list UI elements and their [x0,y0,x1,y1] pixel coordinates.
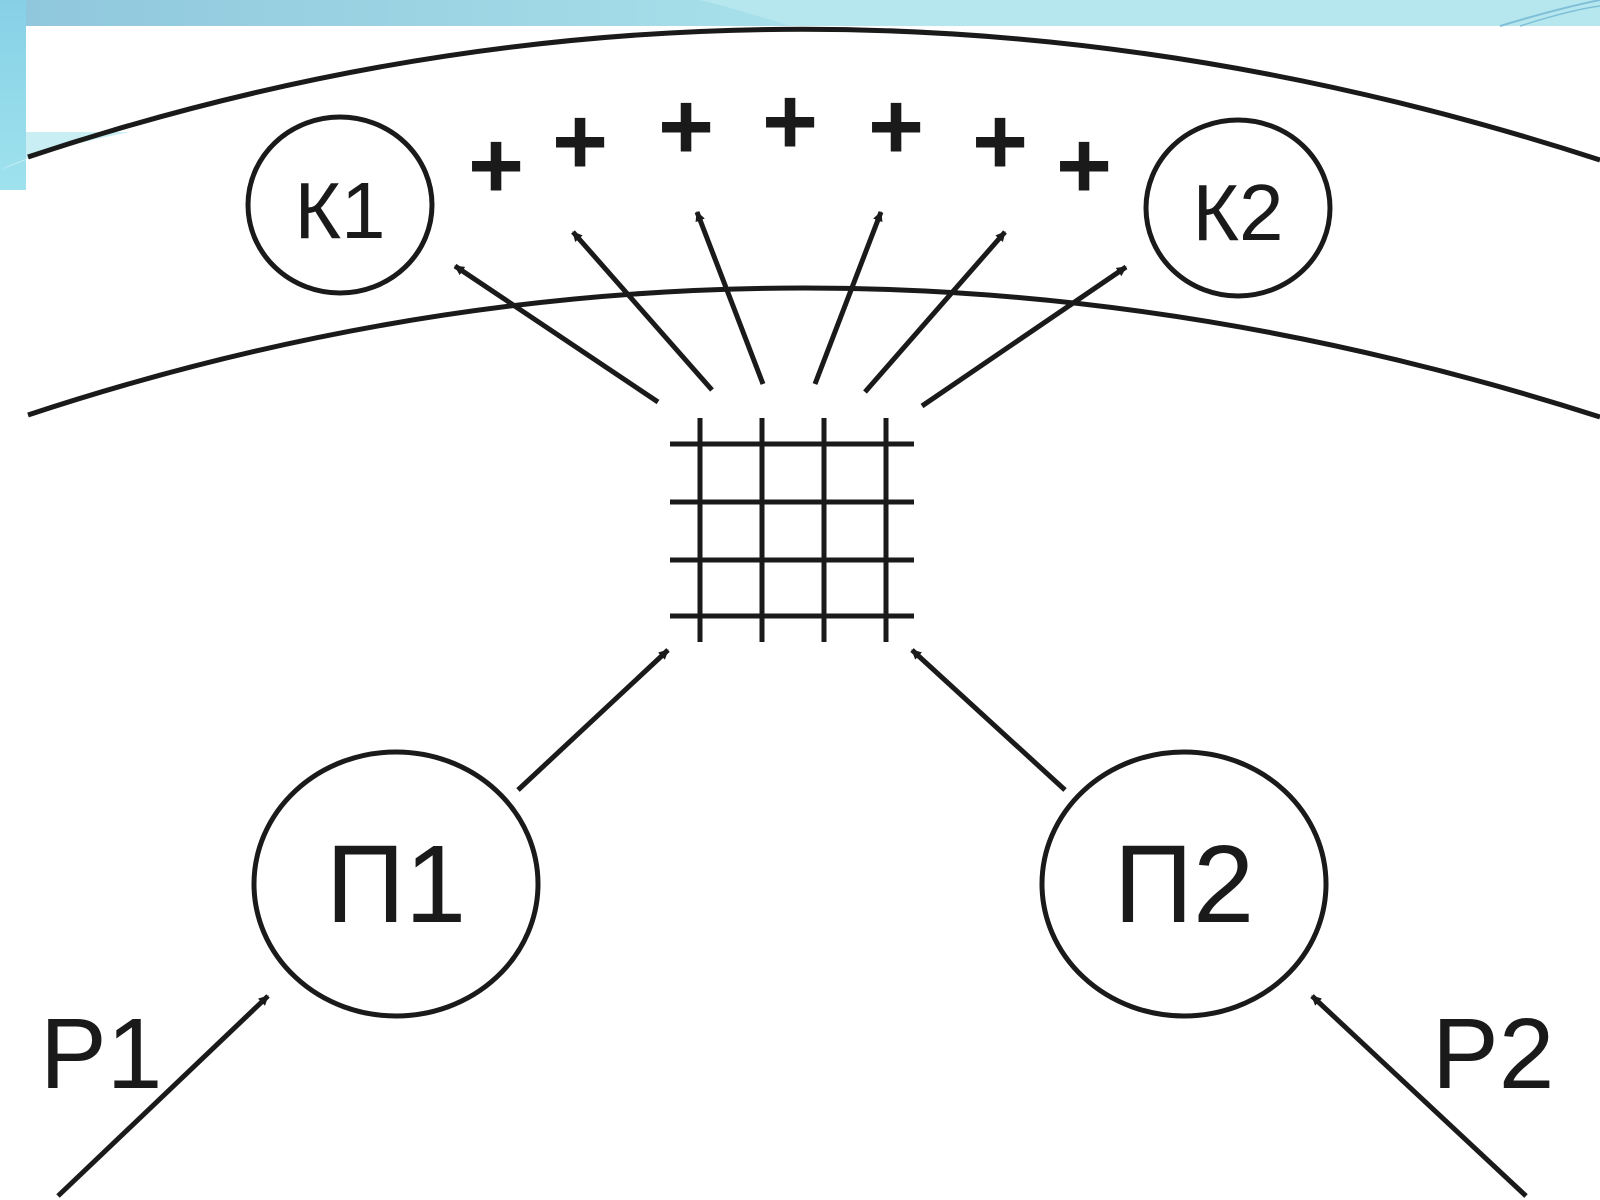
node-k1-label: К1 [294,166,385,255]
plus-charge: + [972,88,1028,195]
node-p2: П2 [1039,749,1329,1019]
charges: + + + + + + + [468,68,1112,219]
up-arrows [453,211,1128,409]
plus-charge: + [658,73,714,180]
membrane-outer-arc [27,26,1600,163]
plus-charge: + [468,112,524,219]
node-k2: К2 [1143,117,1333,299]
arrow-p2-to-grid [910,648,1067,792]
slide-frame-decoration [0,0,1600,190]
arrow-r2-to-p2 [1310,994,1528,1198]
node-p2-label: П2 [1114,823,1254,946]
arrow-r1-to-p1 [56,994,270,1198]
input-r2-label: Р2 [1432,998,1554,1110]
plus-charge: + [868,73,924,180]
node-k1: К1 [245,114,435,296]
plus-charge: + [1056,112,1112,219]
up-arrow [863,230,1007,394]
up-arrow [571,230,714,392]
up-arrow [812,211,884,385]
plus-charge: + [762,68,818,175]
input-r1-label: Р1 [40,998,162,1110]
up-arrow [694,211,766,385]
integration-grid [670,418,914,642]
node-k2-label: К2 [1192,168,1283,257]
arrow-to-k2 [920,264,1128,409]
plus-charge: + [552,88,608,195]
node-p1-label: П1 [326,823,466,946]
membrane-inner-arc [27,285,1600,420]
node-p1: П1 [251,749,541,1019]
arrow-p1-to-grid [516,648,670,792]
arrow-to-k1 [453,263,660,405]
